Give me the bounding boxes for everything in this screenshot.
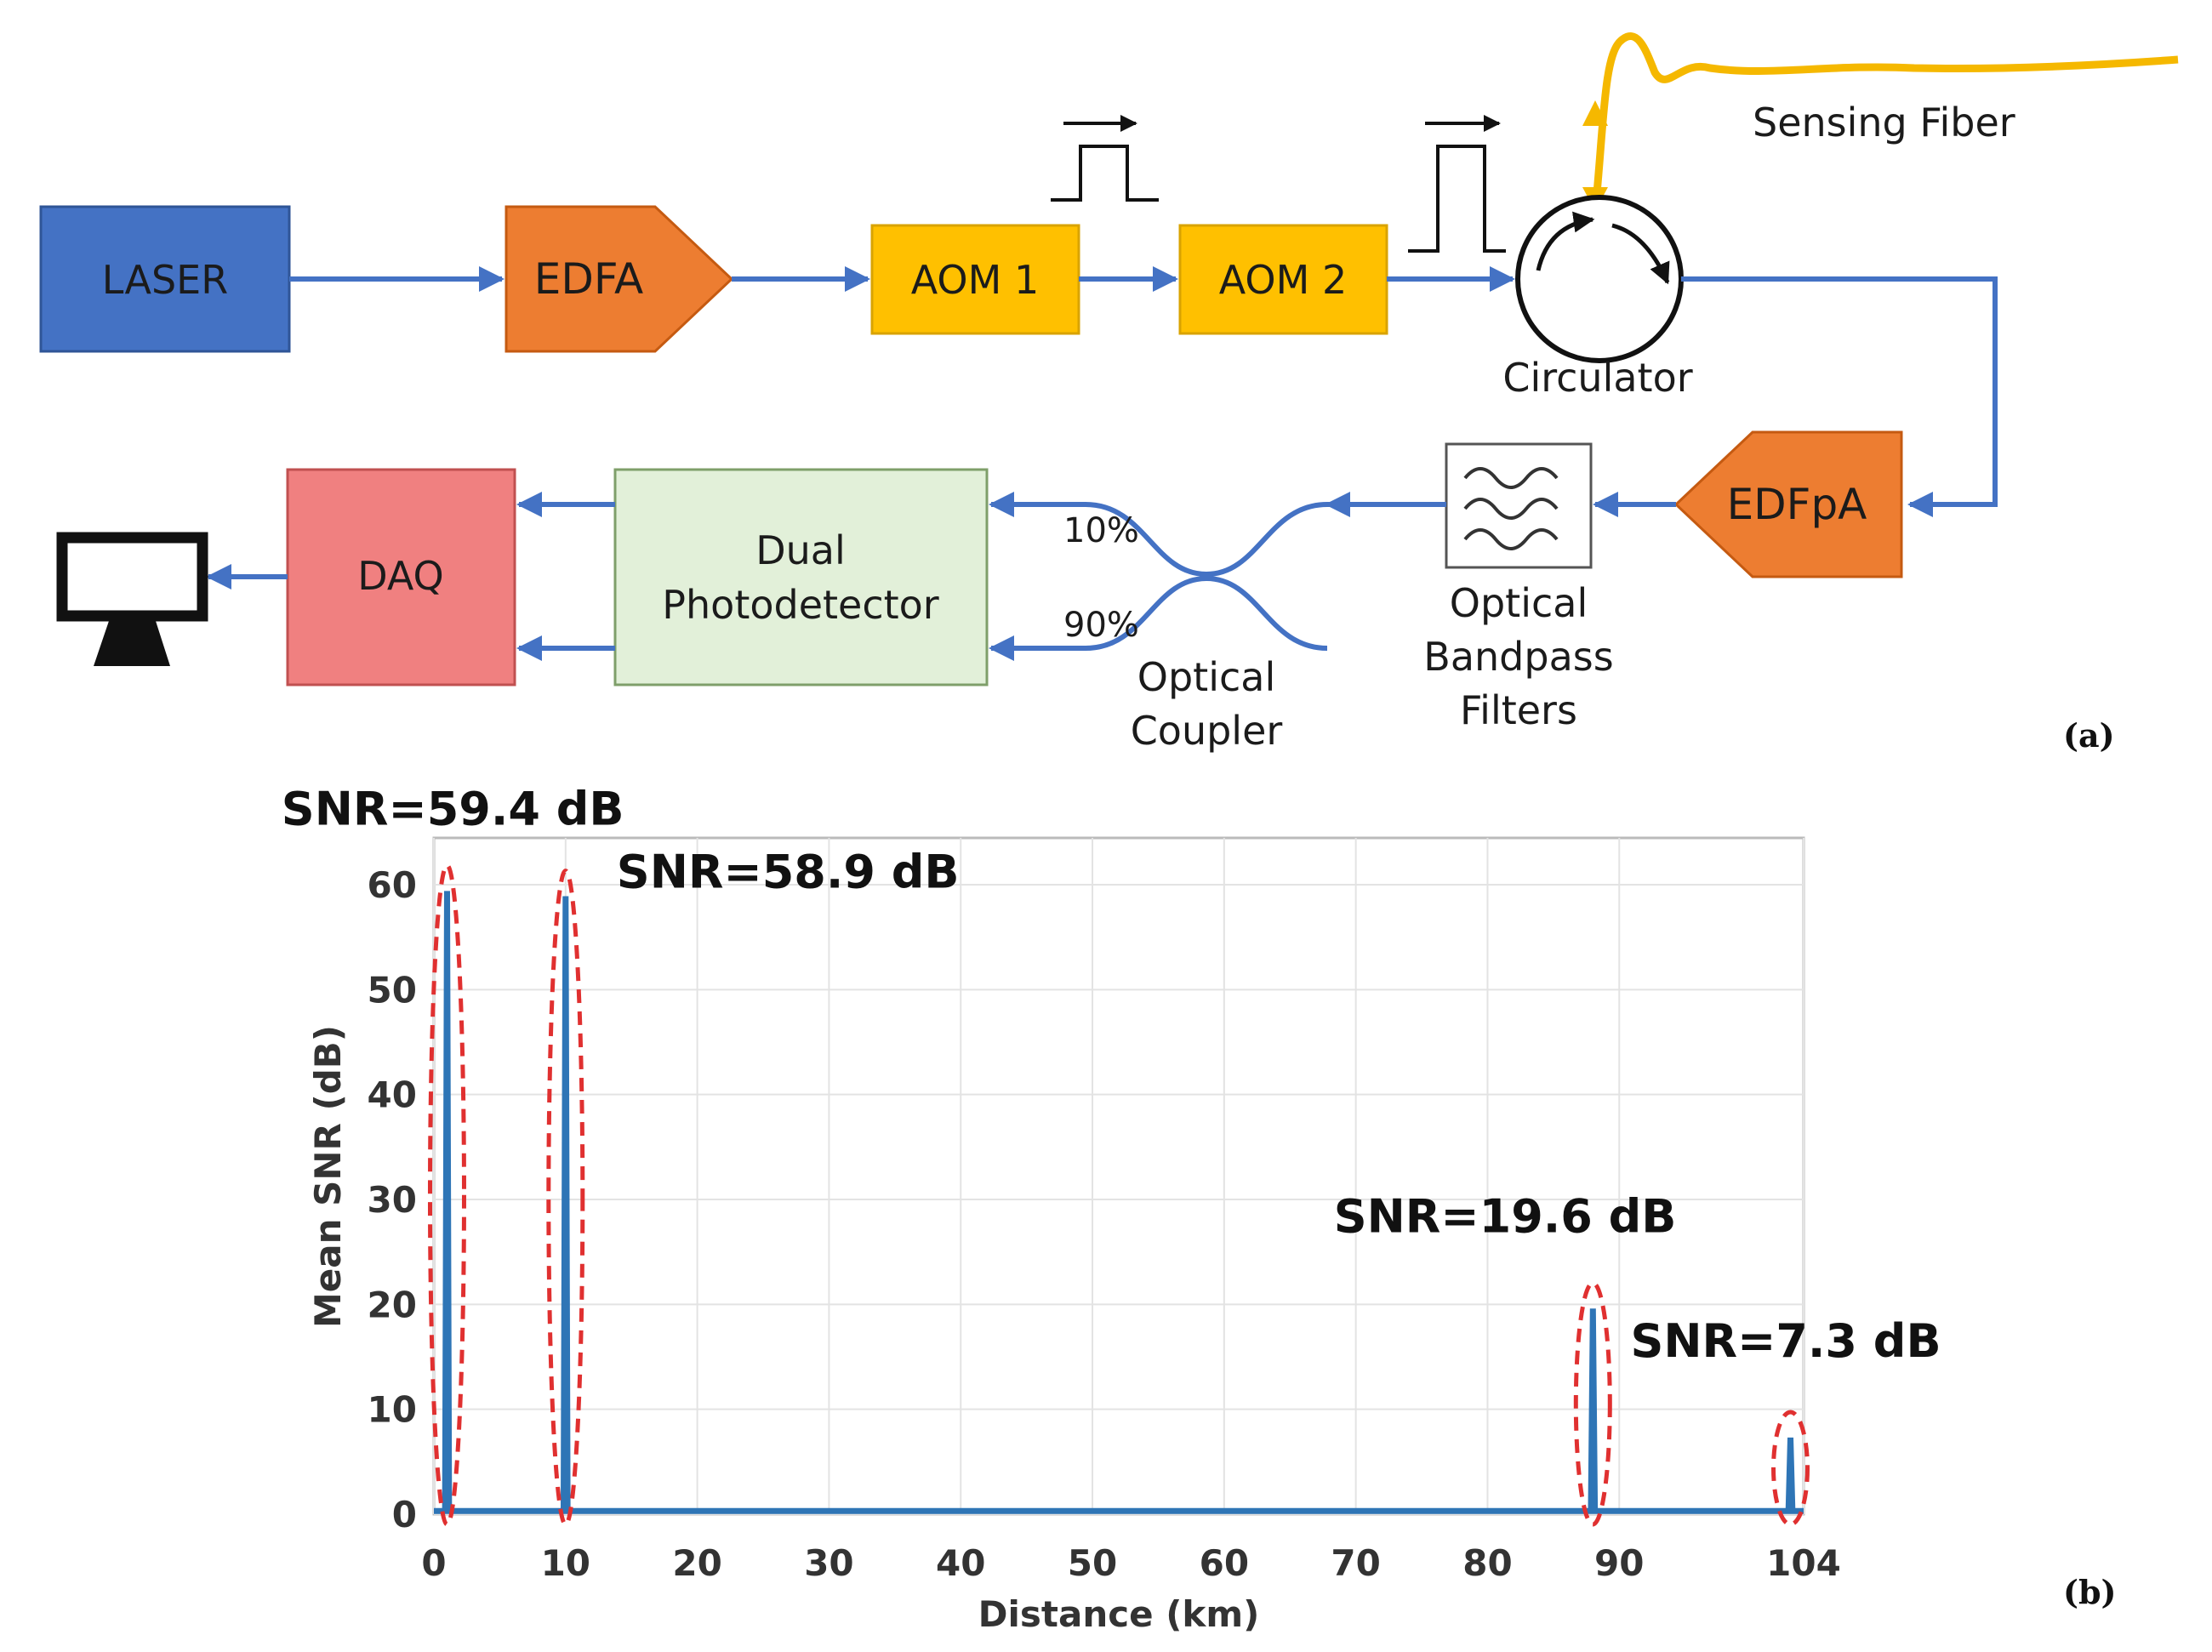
coupler-label-line2: Coupler [1131, 708, 1283, 754]
x-tick-label: 90 [1594, 1542, 1644, 1584]
split-90-label: 90% [1063, 606, 1139, 645]
optical-coupler[interactable] [1085, 502, 1328, 651]
y-tick-label: 40 [368, 1074, 417, 1116]
filter-label-line3: Filters [1460, 687, 1577, 733]
coupler-label-line1: Optical [1137, 654, 1275, 700]
edfpa-label: EDFpA [1727, 480, 1867, 529]
fiber-arrow-up [1582, 100, 1608, 126]
x-tick-label: 80 [1462, 1542, 1512, 1584]
photodetector-label-line1: Dual [755, 527, 846, 573]
x-axis-title: Distance (km) [978, 1593, 1260, 1635]
peak-label: SNR=19.6 dB [1334, 1189, 1677, 1243]
x-tick-label: 60 [1200, 1542, 1249, 1584]
monitor-icon[interactable] [56, 532, 208, 666]
circulator-label: Circulator [1502, 355, 1692, 401]
panel-a-label: (a) [2063, 716, 2115, 755]
snr-chart: 0 10 20 30 40 50 60 70 80 90 104 0 10 20 30 40 50 60 SNR… [282, 782, 2117, 1635]
peak-label: SNR=59.4 dB [282, 782, 624, 835]
laser-label: LASER [102, 257, 228, 303]
x-tick-label: 104 [1766, 1542, 1841, 1584]
y-tick-label: 50 [368, 969, 417, 1011]
filter-label-line1: Optical [1450, 580, 1588, 626]
plot-area [432, 836, 1805, 1516]
aom2-label: AOM 2 [1219, 257, 1347, 303]
y-tick-label: 0 [392, 1494, 417, 1535]
y-tick-label: 20 [368, 1284, 417, 1325]
aom1-label: AOM 1 [911, 257, 1039, 303]
peak-ellipse [1771, 1410, 1810, 1527]
y-tick-labels: 0 10 20 30 40 50 60 [368, 864, 417, 1535]
x-tick-label: 40 [936, 1542, 985, 1584]
y-tick-label: 60 [368, 864, 417, 906]
y-tick-label: 30 [368, 1179, 417, 1221]
x-tick-label: 50 [1068, 1542, 1117, 1584]
pulse-icon [1408, 115, 1506, 253]
edfa-block[interactable] [505, 205, 734, 353]
sensing-fiber-label: Sensing Fiber [1753, 100, 2015, 145]
y-axis-title: Mean SNR (dB) [307, 1025, 349, 1328]
peak-label: SNR=58.9 dB [617, 846, 960, 899]
photodetector-box[interactable] [613, 468, 989, 686]
peak-labels: SNR=59.4 dB SNR=58.9 dB SNR=19.6 dB SNR=7.3… [282, 782, 1941, 1368]
filter-label-line2: Bandpass [1423, 634, 1613, 680]
edfpa-block[interactable] [1673, 430, 1903, 578]
setup-diagram: Sensing Fiber LASER EDFA AOM 1 AOM 2 Cir… [39, 32, 2179, 755]
arrow-circulator-edfpa [1681, 276, 1998, 517]
x-tick-label: 10 [541, 1542, 590, 1584]
peak-ellipse [427, 863, 466, 1527]
x-tick-label: 70 [1331, 1542, 1380, 1584]
split-10-label: 10% [1063, 511, 1139, 550]
sensing-fiber [1591, 32, 2179, 212]
peak-ellipse [546, 869, 585, 1527]
bandpass-filter-icon[interactable] [1445, 442, 1593, 569]
circulator-icon[interactable] [1515, 195, 1684, 363]
x-tick-label: 30 [804, 1542, 853, 1584]
photodetector-label-line2: Photodetector [662, 582, 939, 628]
x-tick-label: 20 [672, 1542, 721, 1584]
aom2-box[interactable] [1178, 224, 1388, 335]
daq-box[interactable] [286, 468, 516, 686]
snr-series-line [434, 891, 1804, 1514]
y-tick-label: 10 [368, 1389, 417, 1431]
laser-box[interactable] [39, 205, 291, 353]
peak-label: SNR=7.3 dB [1630, 1314, 1941, 1368]
x-tick-label: 0 [421, 1542, 446, 1584]
x-tick-labels: 0 10 20 30 40 50 60 70 80 90 104 [421, 1542, 1840, 1584]
pulse-icon [1051, 115, 1159, 202]
panel-b-label: (b) [2063, 1573, 2117, 1611]
edfa-label: EDFA [534, 254, 643, 304]
peak-highlight-ellipses [427, 863, 1810, 1527]
peak-ellipse [1573, 1280, 1612, 1527]
daq-label: DAQ [357, 553, 443, 599]
